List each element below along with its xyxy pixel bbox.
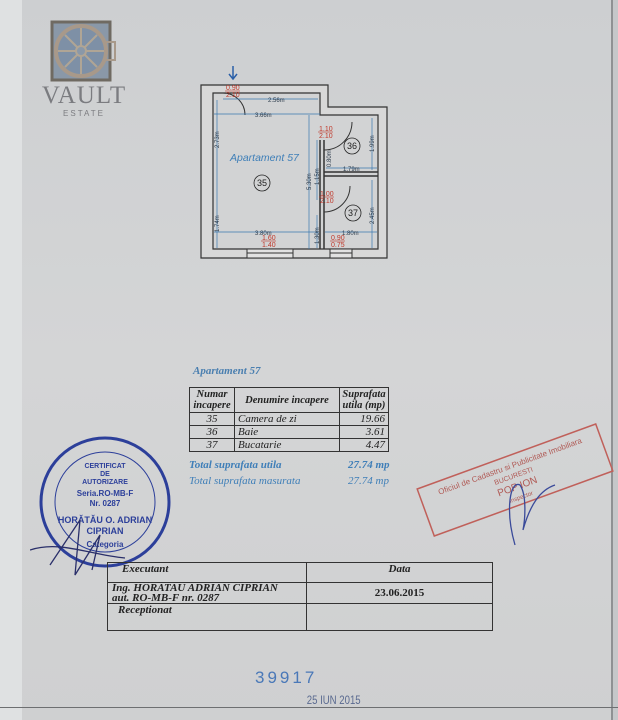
svg-text:HORĂTĂU O. ADRIAN: HORĂTĂU O. ADRIAN [58,515,152,525]
dim-label: 1.15m [315,168,321,185]
total-measured-label: Total suprafata masurata [189,475,301,487]
window-height: 1.40 [262,242,276,249]
dim-label: 0.80m [327,150,333,167]
page-border-right [611,0,613,720]
door-height: 2.10 [320,198,334,205]
dim-label: 1.74m [215,215,221,232]
signoff-table: Executant Data Ing. HORATAU ADRIAN CIPRI… [107,562,493,631]
walls [200,84,388,259]
summary-title: Apartament 57 [193,365,261,377]
executant-authorization: aut. RO-MB-F nr. 0287 [112,592,220,604]
room-number-cell: 35 [189,412,235,426]
authorization-stamp: CERTIFICAT DE AUTORIZARE Seria.RO-MB-F N… [30,436,171,576]
dim-label: 1.80m [342,231,359,237]
table-row: 36 Baie 3.61 [189,425,389,439]
dim-label: 1.79m [343,167,360,173]
room-area-cell: 4.47 [339,438,389,452]
room-number: 35 [257,178,267,188]
room-number-cell: 37 [189,438,235,452]
floor-plan: 2.56m 3.66m 2.73m 5.30m 1.15m 1.99m 0.80… [200,66,388,259]
table-row: 35 Camera de zi 19.66 [189,412,389,426]
signature [508,483,556,546]
dim-label: 2.73m [215,131,221,148]
svg-text:Categoria: Categoria [87,540,124,549]
total-useful-label: Total suprafata utila [189,459,282,471]
cadastre-stamp: Oficiul de Cadastru si Publicitate Imobi… [416,423,614,546]
header-number: Numar incapere [189,387,235,413]
room-area-cell: 3.61 [339,425,389,439]
dimension-lines [214,98,377,249]
total-useful-value: 27.74 mp [348,459,390,471]
door-width: 1.00 [320,191,334,198]
executant-name: Ing. HORATAU ADRIAN CIPRIAN [112,582,278,594]
rooms-table: Numar incapere Denumire incapere Suprafa… [189,387,389,452]
window-width: 0.90 [331,235,345,242]
header-area: Suprafata utila (mp) [339,387,389,413]
room-number: 36 [347,141,357,151]
date-label: Data [306,562,493,583]
total-measured-value: 27.74 mp [348,475,389,487]
svg-text:AUTORIZARE: AUTORIZARE [82,479,128,486]
dim-label: 1.99m [370,135,376,152]
dim-label: 3.66m [255,113,272,119]
dim-label: 3.80m [255,231,272,237]
received-label: Receptionat [107,603,307,631]
executant-info: Ing. HORATAU ADRIAN CIPRIAN aut. RO-MB-F… [107,582,307,604]
table-header-row: Numar incapere Denumire incapere Suprafa… [189,387,389,413]
dim-label: 1.30m [315,227,321,244]
opening-labels: 0.90 2.10 1.10 2.10 1.00 2.10 1.60 1.40 … [225,85,345,249]
entrance-arrow-icon [228,66,238,81]
dim-label: 2.56m [268,98,285,104]
dim-label: 5.30m [307,173,313,190]
logo-brand: VAULT [41,82,127,109]
received-value [306,603,493,631]
table-row: 37 Bucatarie 4.47 [189,438,389,452]
svg-text:DE: DE [100,471,110,478]
page-border-bottom [0,707,618,708]
room-number: 37 [348,208,358,218]
vault-logo-icon [50,20,116,82]
door-height: 2.10 [319,133,333,140]
room-area-cell: 19.66 [339,412,389,426]
apartment-label: Apartament 57 [229,152,300,164]
windows [246,248,353,259]
room-markers [253,137,362,222]
registration-date: 25 IUN 2015 [306,693,361,707]
window-width: 1.60 [262,235,276,242]
room-name-cell: Baie [234,425,340,439]
room-name-cell: Camera de zi [234,412,340,426]
logo-subtitle: ESTATE [63,109,105,118]
svg-text:Nr. 0287: Nr. 0287 [90,499,121,508]
svg-text:CERTIFICAT: CERTIFICAT [84,463,126,470]
signature [30,519,126,576]
door-height: 2.10 [226,92,240,99]
window-height: 0.75 [331,242,345,249]
door-width: 1.10 [319,126,333,133]
door-width: 0.90 [226,85,240,92]
room-name-cell: Bucatarie [234,438,340,452]
svg-text:Seria.RO-MB-F: Seria.RO-MB-F [77,489,134,498]
executant-label: Executant [107,562,307,583]
registration-number: 39917 [255,668,318,687]
dim-label: 2.45m [370,207,376,224]
svg-text:CIPRIAN: CIPRIAN [86,526,123,536]
date-value: 23.06.2015 [306,582,493,604]
room-number-cell: 36 [189,425,235,439]
header-name: Denumire incapere [234,387,340,413]
